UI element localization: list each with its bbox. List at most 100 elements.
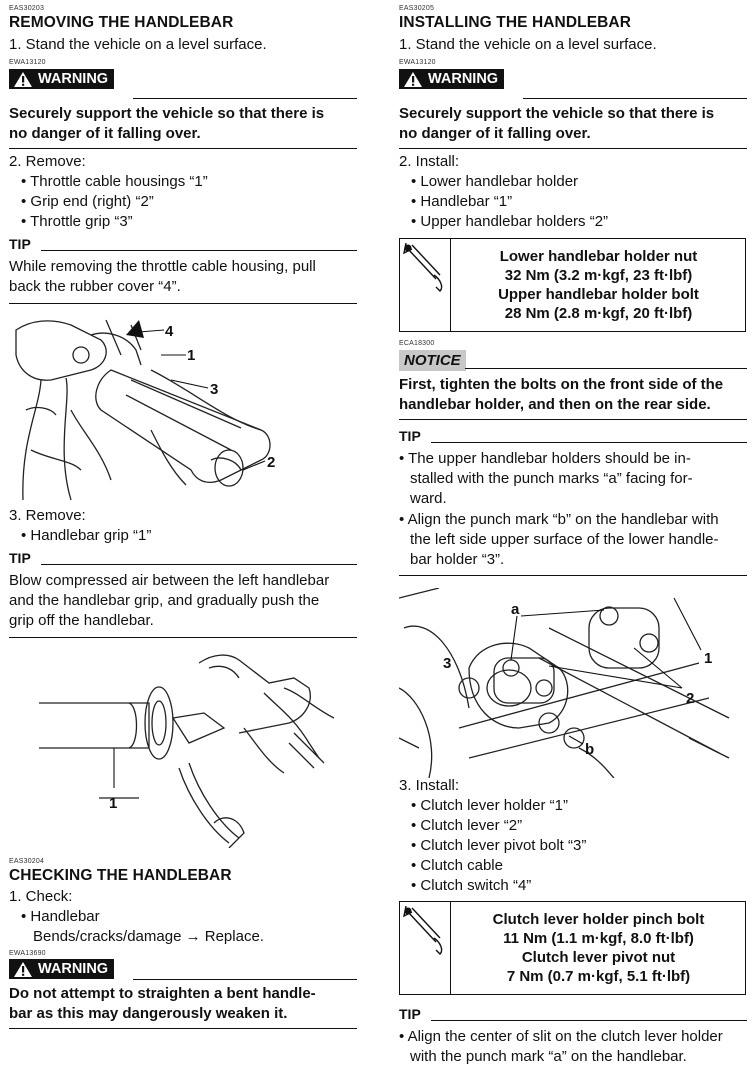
section-code: EAS30204 — [9, 858, 45, 865]
tip-text-line: back the rubber cover “4”. — [9, 278, 181, 295]
list-item: • Handlebar — [21, 908, 100, 925]
warning-badge: WARNING — [399, 69, 505, 89]
step-1: 1. Stand the vehicle on a level surface. — [399, 36, 657, 53]
section-title: INSTALLING THE HANDLEBAR — [399, 14, 632, 31]
warning-triangle-icon — [14, 71, 32, 87]
warning-badge: WARNING — [9, 959, 115, 979]
handlebar-holder-illustration: a 3 1 2 b — [399, 588, 730, 778]
torque-value: 11 Nm (1.1 m·kgf, 8.0 ft·lbf) — [503, 930, 694, 947]
air-gun-illustration: 1 — [39, 654, 335, 848]
divider — [9, 637, 357, 638]
section-title: REMOVING THE HANDLEBAR — [9, 14, 234, 31]
tip-text-line: • Align the center of slit on the clutch… — [399, 1028, 723, 1045]
section-title: CHECKING THE HANDLEBAR — [9, 867, 232, 884]
list-item: • Throttle cable housings “1” — [21, 173, 208, 190]
list-item: • Throttle grip “3” — [21, 213, 133, 230]
warning-triangle-icon — [404, 71, 422, 87]
tip-label: TIP — [399, 428, 421, 444]
warning-text-line: Securely support the vehicle so that the… — [399, 105, 715, 122]
torque-item: Clutch lever holder pinch bolt — [492, 911, 705, 928]
torque-wrench-icon — [400, 239, 451, 331]
throttle-grip-illustration: 4 1 3 2 — [15, 319, 275, 501]
divider — [9, 1028, 357, 1029]
divider — [431, 1020, 747, 1021]
torque-value: 7 Nm (0.7 m·kgf, 5.1 ft·lbf) — [506, 968, 691, 985]
section-code: EAS30203 — [9, 5, 45, 12]
tip-label: TIP — [9, 236, 31, 252]
list-item: • Clutch lever pivot bolt “3” — [411, 837, 587, 854]
torque-spec-box: Clutch lever holder pinch bolt 11 Nm (1.… — [399, 901, 746, 995]
list-item: • Handlebar “1” — [411, 193, 513, 210]
torque-value: 28 Nm (2.8 m·kgf, 20 ft·lbf) — [504, 305, 693, 322]
list-item: • Grip end (right) “2” — [21, 193, 154, 210]
warning-label: WARNING — [428, 71, 499, 87]
callout-label: 1 — [704, 650, 712, 667]
list-item: • Clutch cable — [411, 857, 503, 874]
divider — [399, 148, 747, 149]
warning-badge: WARNING — [9, 69, 115, 89]
tip-label: TIP — [399, 1006, 421, 1022]
tip-text-line: with the punch mark “a” on the handlebar… — [410, 1048, 687, 1065]
list-item: • Upper handlebar holders “2” — [411, 213, 609, 230]
tip-text-line: Blow compressed air between the left han… — [9, 572, 330, 589]
step-1: 1. Stand the vehicle on a level surface. — [9, 36, 267, 53]
step-3: 3. Install: — [399, 777, 460, 794]
divider — [399, 575, 747, 576]
divider — [399, 419, 747, 420]
tip-text-line: • Align the punch mark “b” on the handle… — [399, 511, 719, 528]
torque-value: 32 Nm (3.2 m·kgf, 23 ft·lbf) — [504, 267, 693, 284]
warning-text-line: bar as this may dangerously weaken it. — [9, 1005, 288, 1022]
warning-text-line: Do not attempt to straighten a bent hand… — [9, 985, 316, 1002]
section-code: EAS30205 — [399, 5, 435, 12]
warning-code: EWA13120 — [399, 59, 436, 66]
tip-text-line: bar holder “3”. — [410, 551, 505, 568]
tip-label: TIP — [9, 550, 31, 566]
step-2: 2. Remove: — [9, 153, 86, 170]
tip-text-line: and the handlebar grip, and gradually pu… — [9, 592, 320, 609]
tip-text-line: the left side upper surface of the lower… — [410, 531, 719, 548]
divider — [41, 250, 357, 251]
warning-label: WARNING — [38, 961, 109, 977]
arrow-icon — [126, 320, 144, 338]
list-item: • Clutch switch “4” — [411, 877, 532, 894]
torque-spec-box: Lower handlebar holder nut 32 Nm (3.2 m·… — [399, 238, 746, 332]
torque-wrench-icon — [400, 902, 451, 994]
step-3: 3. Remove: — [9, 507, 86, 524]
tip-text-line: While removing the throttle cable housin… — [9, 258, 316, 275]
list-item: • Lower handlebar holder — [411, 173, 579, 190]
callout-label: 3 — [210, 381, 218, 398]
warning-triangle-icon — [14, 961, 32, 977]
callout-label: 4 — [165, 323, 174, 340]
tip-text-line: • The upper handlebar holders should be … — [399, 450, 691, 467]
list-item: • Clutch lever “2” — [411, 817, 523, 834]
notice-badge: NOTICE — [399, 350, 466, 371]
warning-label: WARNING — [38, 71, 109, 87]
step-2: 2. Install: — [399, 153, 460, 170]
callout-label: 2 — [686, 690, 694, 707]
tip-text-line: ward. — [410, 490, 447, 507]
step-1: 1. Check: — [9, 888, 73, 905]
warning-text-line: Securely support the vehicle so that the… — [9, 105, 325, 122]
callout-label: 1 — [187, 347, 195, 364]
divider — [133, 98, 357, 99]
list-item: • Clutch lever holder “1” — [411, 797, 568, 814]
list-item: Bends/cracks/damage → Replace. — [33, 928, 264, 945]
torque-item: Lower handlebar holder nut — [499, 248, 698, 265]
torque-item: Upper handlebar holder bolt — [498, 286, 699, 303]
tip-text-line: grip off the handlebar. — [9, 612, 154, 629]
list-item: • Handlebar grip “1” — [21, 527, 152, 544]
divider — [9, 148, 357, 149]
callout-label: b — [585, 741, 594, 758]
callout-label: a — [511, 601, 520, 618]
warning-code: EWA13690 — [9, 950, 46, 957]
callout-label: 3 — [443, 655, 451, 672]
notice-code: ECA18300 — [399, 340, 435, 347]
warning-code: EWA13120 — [9, 59, 46, 66]
divider — [9, 303, 357, 304]
tip-text-line: stalled with the punch marks “a” facing … — [410, 470, 693, 487]
divider — [41, 564, 357, 565]
warning-text-line: no danger of it falling over. — [399, 125, 591, 142]
callout-label: 1 — [109, 795, 117, 812]
callout-label: 2 — [267, 454, 275, 471]
divider — [465, 368, 747, 369]
